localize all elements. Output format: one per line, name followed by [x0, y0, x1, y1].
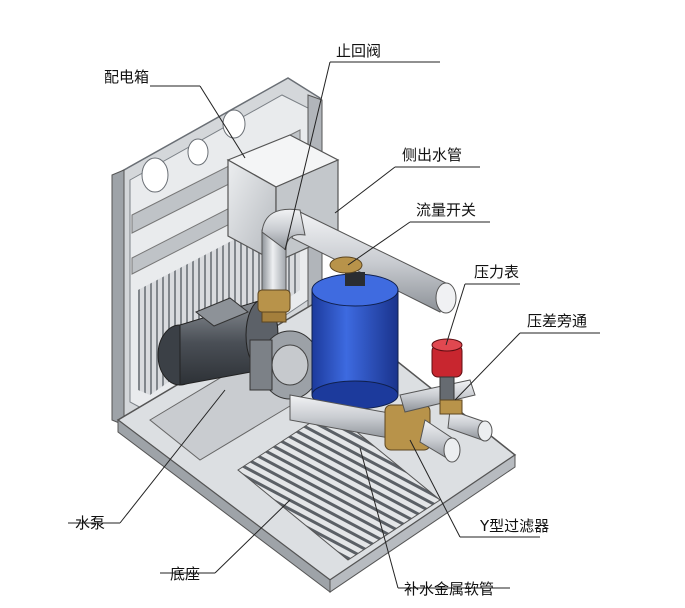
riser-pipe: [257, 208, 306, 323]
label-differential-bypass: 压差旁通: [527, 312, 588, 330]
label-base: 底座: [170, 565, 201, 583]
label-side-outlet-pipe: 侧出水管: [402, 146, 463, 164]
label-flow-switch: 流量开关: [416, 201, 477, 219]
label-y-strainer: Y型过滤器: [480, 517, 550, 535]
label-makeup-metal-hose: 补水金属软管: [404, 580, 495, 598]
label-water-pump: 水泵: [75, 514, 106, 532]
pressure-gauge: [431, 338, 463, 415]
label-pressure-gauge: 压力表: [474, 263, 520, 281]
label-check-valve: 止回阀: [336, 42, 382, 60]
pressure-tank: [311, 256, 399, 410]
label-control-box: 配电箱: [104, 68, 150, 86]
leader-lines: [68, 61, 600, 589]
lower-pipework: [289, 379, 493, 463]
water-pump: [157, 297, 321, 400]
